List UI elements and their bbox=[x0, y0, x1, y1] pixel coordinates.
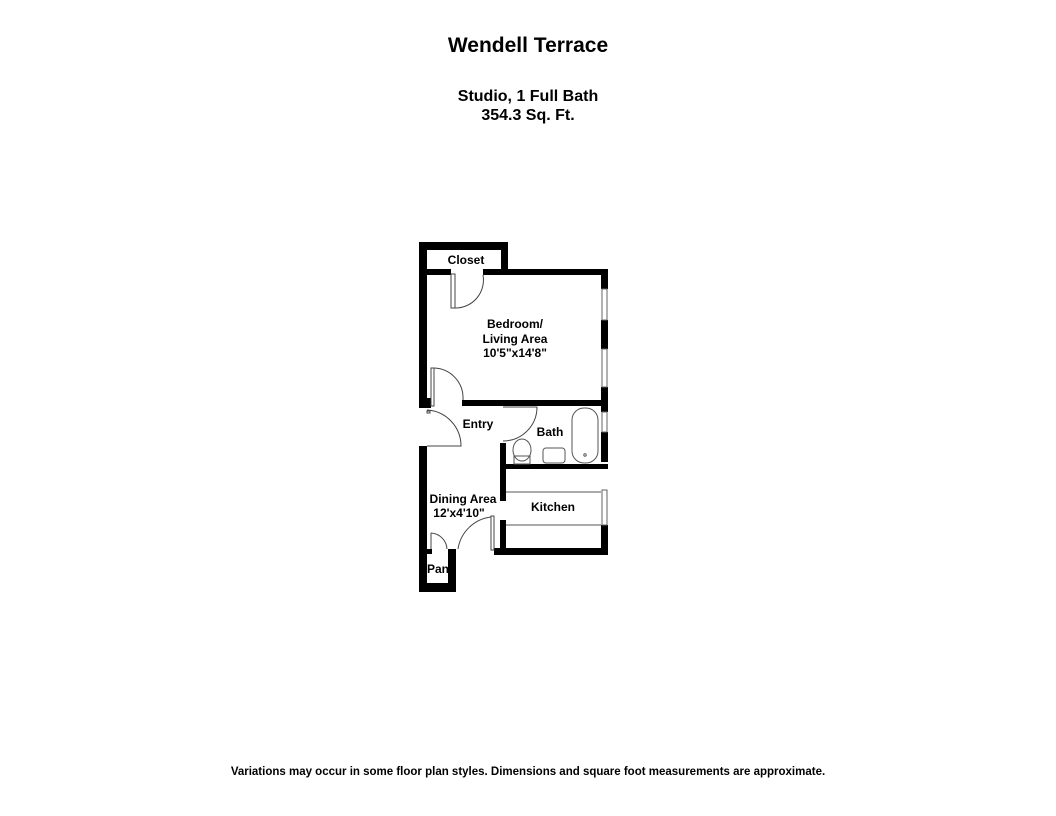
disclaimer: Variations may occur in some floor plan … bbox=[230, 766, 826, 778]
doors bbox=[426, 273, 538, 551]
property-title: Wendell Terrace bbox=[447, 34, 609, 57]
room-label-kitchen: Kitchen bbox=[531, 500, 575, 514]
room-label-bath: Bath bbox=[537, 425, 564, 439]
room-label-closet: Closet bbox=[448, 253, 485, 267]
room-dim-bedroom: 10'5"x14'8" bbox=[483, 346, 547, 360]
fixtures bbox=[506, 407, 601, 526]
room-label-pantry: Pan bbox=[427, 562, 449, 576]
room-label-bedroom: Bedroom/ bbox=[487, 317, 544, 331]
unit-type: Studio, 1 Full Bath bbox=[457, 88, 599, 105]
room-label-entry: Entry bbox=[463, 417, 494, 431]
room-label-dining: Dining Area bbox=[430, 492, 497, 506]
unit-area: 354.3 Sq. Ft. bbox=[481, 107, 575, 124]
room-label-living-area: Living Area bbox=[483, 332, 548, 346]
windows bbox=[601, 288, 608, 526]
walls bbox=[419, 242, 608, 592]
room-labels: Closet Bedroom/ Living Area 10'5"x14'8" … bbox=[427, 253, 575, 576]
room-dim-dining: 12'x4'10" bbox=[433, 506, 484, 520]
